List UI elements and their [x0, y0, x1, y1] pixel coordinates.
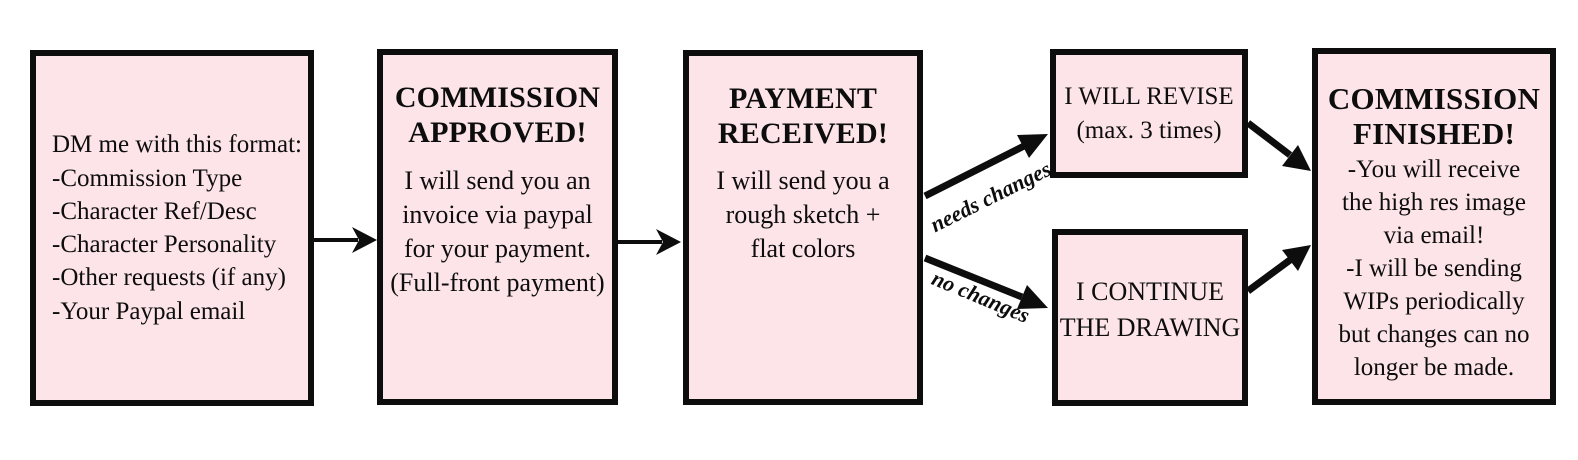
arrow-approved-to-payment — [615, 229, 681, 255]
step-commission-approved-title: COMMISSION APPROVED! — [394, 81, 601, 149]
step-payment-received: PAYMENT RECEIVED! I will send you a roug… — [683, 50, 923, 405]
arrow-dm-to-approved — [311, 227, 377, 253]
step-payment-received-title: PAYMENT RECEIVED! — [717, 82, 889, 150]
step-continue-drawing: I CONTINUE THE DRAWING — [1052, 229, 1248, 406]
step-commission-approved: COMMISSION APPROVED! I will send you an … — [377, 49, 618, 405]
arrow-no-changes — [923, 254, 1048, 309]
step-commission-finished-text: -You will receive the high res image via… — [1338, 156, 1530, 382]
step-dm-format: DM me with this format: -Commission Type… — [30, 50, 314, 406]
step-commission-finished-title: COMMISSION FINISHED! — [1327, 81, 1541, 152]
step-revise: I WILL REVISE (max. 3 times) — [1050, 49, 1248, 178]
step-commission-approved-text: I will send you an invoice via paypal fo… — [390, 165, 605, 297]
arrow-revise-to-finished — [1245, 120, 1311, 171]
arrow-needs-changes — [923, 134, 1048, 200]
step-commission-finished: COMMISSION FINISHED! -You will receive t… — [1312, 48, 1556, 405]
arrow-continue-to-finished — [1245, 245, 1311, 294]
step-continue-drawing-text: I CONTINUE THE DRAWING — [1059, 277, 1241, 342]
step-revise-text: I WILL REVISE (max. 3 times) — [1064, 83, 1234, 144]
step-dm-format-text: DM me with this format: -Commission Type… — [52, 131, 302, 325]
step-payment-received-text: I will send you a rough sketch + flat co… — [716, 165, 890, 263]
